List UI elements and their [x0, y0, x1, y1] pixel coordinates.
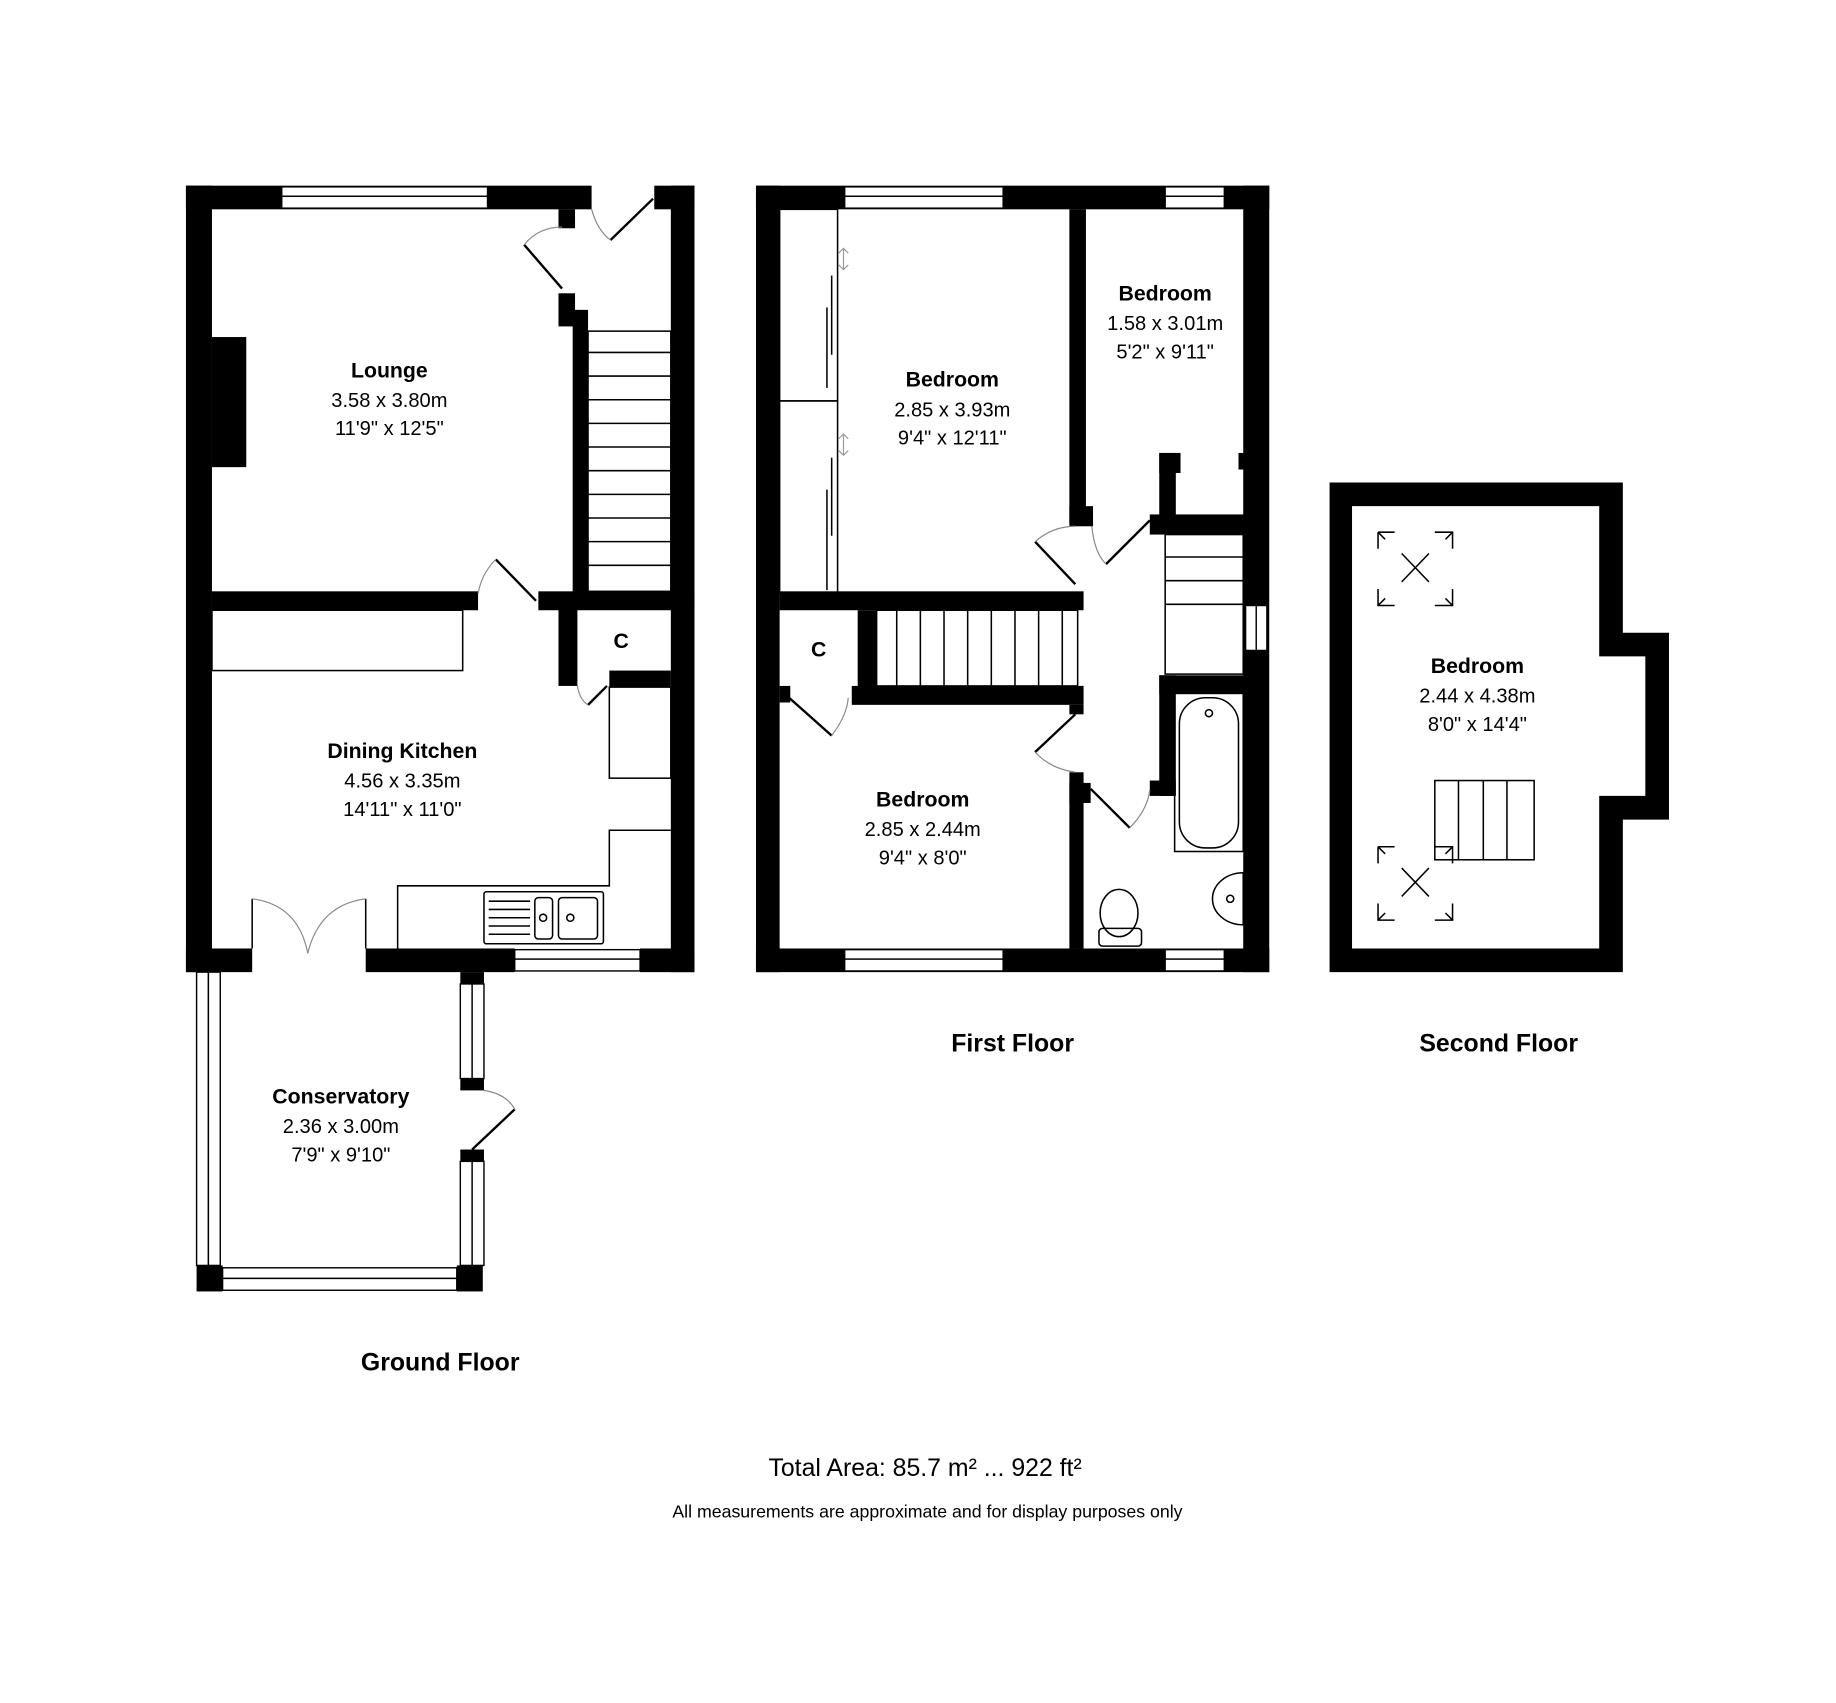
room-metric-bedroom-1: 2.85 x 3.93m — [894, 399, 1010, 421]
ground-floor-plan: C — [185, 185, 695, 1377]
skylight-icon — [1377, 846, 1454, 921]
stairs-icon — [1434, 779, 1535, 861]
room-name-bedroom-2: Bedroom — [1118, 281, 1211, 305]
room-imperial-lounge: 11'9" x 12'5" — [335, 418, 444, 440]
room-metric-dining-kitchen: 4.56 x 3.35m — [344, 771, 460, 793]
floor-label-second: Second Floor — [1419, 1030, 1578, 1057]
room-name-dining-kitchen: Dining Kitchen — [327, 739, 477, 763]
cupboard-label: C — [811, 637, 826, 661]
room-imperial-bedroom-3: 9'4" x 8'0" — [879, 848, 967, 870]
room-name-bedroom-3: Bedroom — [876, 788, 969, 812]
room-metric-conservatory: 2.36 x 3.00m — [283, 1116, 399, 1138]
room-name-lounge: Lounge — [351, 358, 428, 382]
room-metric-lounge: 3.58 x 3.80m — [331, 390, 447, 412]
door-icon — [471, 1089, 516, 1151]
sink-icon — [483, 890, 605, 945]
room-name-bedroom-4: Bedroom — [1431, 654, 1524, 678]
room-name-bedroom-1: Bedroom — [906, 368, 999, 392]
room-metric-bedroom-3: 2.85 x 2.44m — [865, 819, 981, 841]
room-metric-bedroom-4: 2.44 x 4.38m — [1419, 685, 1535, 707]
stairs-icon — [588, 351, 671, 567]
room-imperial-bedroom-2: 5'2" x 9'11" — [1116, 341, 1214, 363]
door-icon — [477, 558, 537, 602]
room-imperial-bedroom-1: 9'4" x 12'11" — [898, 428, 1007, 450]
skylight-icon — [1377, 531, 1454, 607]
room-name-conservatory: Conservatory — [272, 1084, 409, 1108]
stairs-icon — [895, 610, 1064, 686]
door-icon — [576, 685, 608, 706]
door-icon — [1091, 519, 1151, 565]
toilet-icon — [1098, 888, 1143, 947]
room-metric-bedroom-2: 1.58 x 3.01m — [1107, 313, 1223, 335]
french-doors-icon — [251, 898, 367, 954]
room-imperial-conservatory: 7'9" x 9'10" — [291, 1144, 390, 1166]
door-icon — [1034, 713, 1077, 773]
room-imperial-dining-kitchen: 14'11" x 11'0" — [343, 799, 461, 821]
first-floor-plan: Bedroom 2.85 x 3.93m 9'4" x 12'11" Bedro… — [755, 185, 1270, 1057]
door-icon — [523, 226, 563, 290]
second-floor-plan: Bedroom 2.44 x 4.38m 8'0" x 14'4" Second… — [1329, 482, 1669, 1057]
door-icon — [1034, 525, 1077, 586]
floor-label-ground: Ground Floor — [361, 1350, 520, 1377]
room-imperial-bedroom-4: 8'0" x 14'4" — [1428, 714, 1527, 736]
door-icon — [1089, 787, 1151, 829]
cupboard-label: C — [613, 629, 628, 653]
bath-icon — [1173, 691, 1244, 853]
door-icon — [591, 197, 654, 241]
door-icon — [788, 696, 849, 737]
floor-label-first: First Floor — [951, 1030, 1074, 1057]
total-area: Total Area: 85.7 m² ... 922 ft² — [768, 1455, 1081, 1482]
sliding-arrow-icon — [838, 247, 849, 457]
basin-icon — [1211, 872, 1244, 926]
disclaimer: All measurements are approximate and for… — [672, 1501, 1182, 1521]
